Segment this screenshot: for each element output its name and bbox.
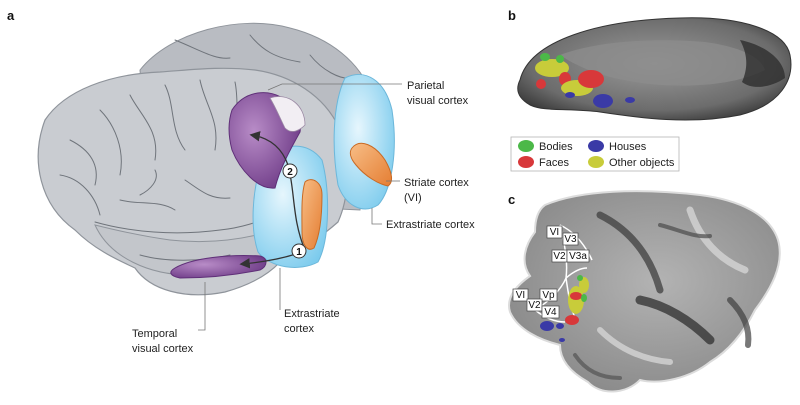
striate-label-line-2: (VI) (404, 192, 422, 204)
activation-faces (565, 315, 579, 325)
area-label-v2-upper: V2 (551, 249, 568, 263)
activation-houses (593, 94, 613, 108)
legend-swatch (518, 140, 534, 152)
svg-text:V3: V3 (564, 234, 577, 245)
pathway-marker-1: 1 (291, 243, 307, 259)
svg-text:2: 2 (287, 167, 293, 178)
area-label-v1-upper: VI (546, 225, 563, 239)
panel-a-label: a (7, 8, 15, 23)
striate-label-line-1: Striate cortex (404, 177, 469, 189)
parietal-label-line-1: Parietal (407, 80, 444, 92)
area-label-vp: Vp (539, 288, 558, 302)
activation-other-objects (535, 59, 569, 77)
legend-swatch (588, 140, 604, 152)
parietal-label-line-2: visual cortex (407, 95, 469, 107)
activation-faces (536, 79, 546, 89)
extrastriate-right-label: Extrastriate cortex (386, 219, 475, 231)
activation-bodies (577, 275, 583, 281)
legend-item-other-objects: Other objects (588, 156, 675, 169)
area-label-v4: V4 (541, 305, 560, 319)
activation-faces (578, 70, 604, 88)
legend-swatch (518, 156, 534, 168)
panel-b-label: b (508, 8, 516, 23)
area-label-v2-lower: V2 (526, 298, 543, 312)
activation-houses (559, 338, 565, 342)
svg-text:V3a: V3a (569, 251, 587, 262)
temporal-label-line-1: Temporal (132, 328, 177, 340)
svg-text:Houses: Houses (609, 141, 647, 153)
activation-houses (540, 321, 554, 331)
leader-lines (198, 83, 402, 331)
activation-other-objects (579, 277, 589, 293)
inflated-brain-medial-band (560, 40, 765, 86)
inflated-brain-dark-fold (740, 40, 785, 87)
activation-houses (556, 323, 564, 329)
activation-houses (625, 97, 635, 103)
svg-text:Bodies: Bodies (539, 141, 573, 153)
svg-text:Faces: Faces (539, 157, 569, 169)
pathway-marker-2: 2 (282, 163, 298, 179)
svg-text:1: 1 (296, 247, 302, 258)
legend-swatch (588, 156, 604, 168)
temporal-label-line-2: visual cortex (132, 343, 194, 355)
panel-b-activations (535, 53, 635, 108)
activation-faces (570, 292, 582, 300)
striate-cortex-bottom-region (301, 179, 323, 250)
flattened-cortex-folds (573, 206, 752, 380)
svg-text:V4: V4 (544, 307, 557, 318)
svg-text:V2: V2 (528, 300, 541, 311)
category-legend: Bodies Houses Faces Other objects (510, 136, 680, 172)
panel-c-activations (540, 275, 589, 342)
legend-item-bodies: Bodies (518, 140, 573, 153)
area-label-v3: V3 (562, 232, 579, 246)
activation-bodies (556, 55, 564, 63)
extrastriate-bottom-label-line-1: Extrastriate (284, 308, 340, 320)
svg-text:V2: V2 (553, 251, 566, 262)
svg-text:VI: VI (516, 290, 525, 301)
svg-text:VI: VI (550, 227, 559, 238)
svg-text:Other objects: Other objects (609, 157, 675, 169)
activation-houses (565, 92, 575, 98)
legend-item-houses: Houses (588, 140, 647, 153)
area-label-v1-lower: VI (512, 288, 529, 302)
activation-bodies (540, 53, 550, 61)
extrastriate-bottom-label-line-2: cortex (284, 323, 314, 335)
visual-area-labels: VI V3 V2 V3a VI Vp V2 V4 (512, 225, 590, 319)
area-label-v3a: V3a (566, 249, 590, 263)
striate-cortex-right-region (349, 142, 393, 187)
panel-c-label: c (508, 192, 515, 207)
activation-bodies (581, 294, 587, 302)
parietal-inner-fold (269, 96, 306, 132)
legend-item-faces: Faces (518, 156, 569, 169)
extrastriate-cortex-right-region (333, 74, 395, 210)
svg-text:Vp: Vp (542, 290, 555, 301)
